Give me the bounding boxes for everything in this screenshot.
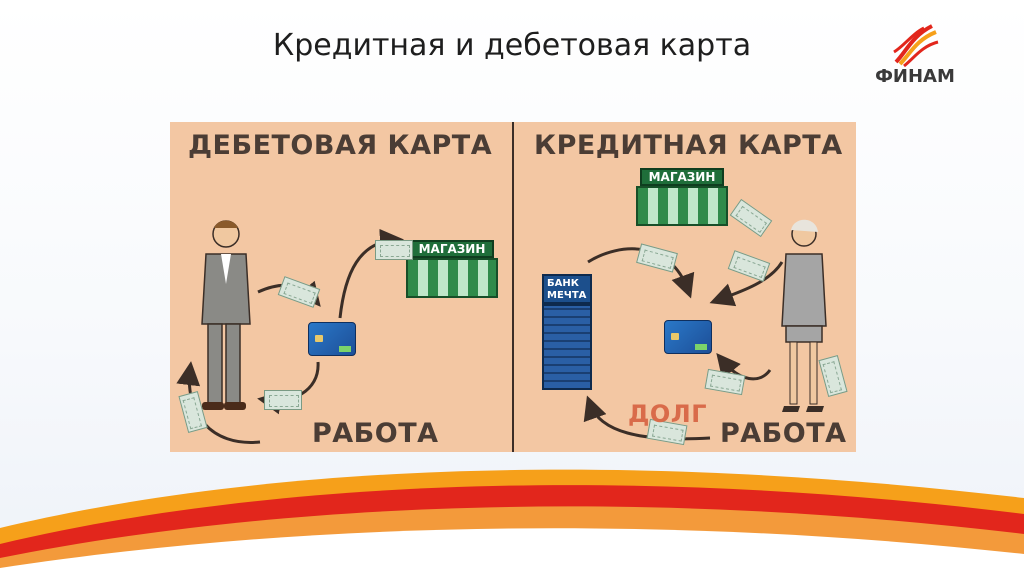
finam-logo: ФИНАМ (872, 22, 958, 92)
shop-facade (406, 258, 498, 298)
debit-work-label: РАБОТА (312, 418, 439, 449)
shop-building-credit: МАГАЗИН (636, 168, 728, 226)
shop-sign: МАГАЗИН (410, 240, 494, 258)
debit-card (308, 322, 356, 356)
logo-text: ФИНАМ (875, 66, 955, 87)
bank-building: БАНК МЕЧТА (542, 274, 592, 390)
bank-tower (542, 304, 592, 390)
finam-logo-icon (893, 24, 939, 68)
banknote (264, 390, 302, 410)
decorative-footer-wave (0, 469, 1024, 574)
banknote (375, 240, 413, 260)
slide-title: Кредитная и дебетовая карта (272, 28, 752, 63)
credit-card (664, 320, 712, 354)
shop-sign: МАГАЗИН (640, 168, 724, 186)
shop-facade (636, 186, 728, 226)
debit-card-heading: ДЕБЕТОВАЯ КАРТА (188, 130, 493, 161)
woman-figure (781, 219, 827, 412)
bank-sign: БАНК МЕЧТА (542, 274, 592, 304)
illustration-panel: ДЕБЕТОВАЯ КАРТА МАГАЗИН РАБОТА КРЕДИТНАЯ… (170, 122, 856, 452)
credit-card-heading: КРЕДИТНАЯ КАРТА (534, 130, 843, 161)
shop-building-debit: МАГАЗИН (406, 240, 498, 298)
debt-label: ДОЛГ (628, 400, 708, 428)
man-figure (201, 220, 251, 410)
panel-divider (512, 122, 514, 452)
credit-work-label: РАБОТА (720, 418, 847, 449)
